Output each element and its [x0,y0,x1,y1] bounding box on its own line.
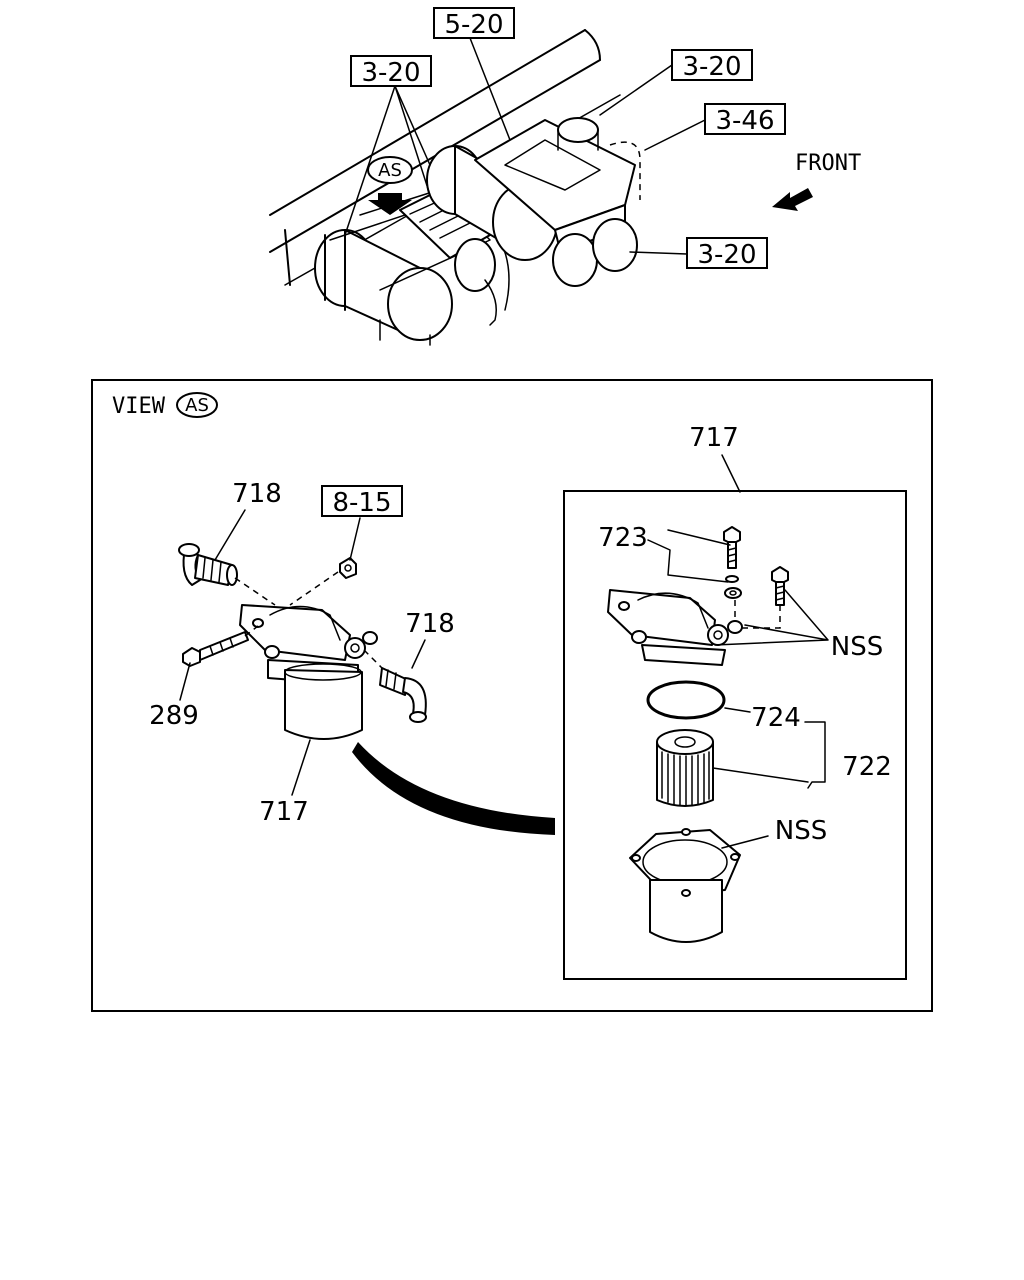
part-717-detail-label: 717 [689,423,739,453]
nss-upper-label: NSS [831,632,883,662]
leader-724 [724,707,751,713]
callout-3-20-left: 3-20 [350,55,432,88]
leader-nss-upper [714,589,829,646]
o-ring [646,680,726,720]
view-marker-label: AS [185,395,209,416]
bolt [182,631,249,667]
filter-assembly: 718 718 289 717 8-15 [149,479,555,835]
callout-3-20-left-label: 3-20 [361,58,420,88]
nut [339,557,357,579]
air-tank-left [314,179,491,346]
filter-mount-top [399,189,510,326]
part-289-label: 289 [149,701,199,731]
part-724-label: 724 [751,703,801,733]
callout-3-46: 3-46 [704,103,786,136]
callout-8-15-label: 8-15 [332,488,391,518]
view-label: VIEW [112,394,166,419]
detail-frame [563,490,907,980]
part-718-right-label: 718 [405,609,455,639]
view-frame [91,379,933,1012]
leader-nss-lower [721,835,769,849]
leader-717-detail [721,454,741,493]
nss-bolt [771,566,789,606]
filter-head [607,589,743,666]
leader-3-20-bottom [629,251,688,255]
air-tank-right [552,218,638,287]
front-direction-indicator: FRONT [772,151,861,211]
assembly-guide-lines [234,571,339,606]
front-arrow-icon [772,188,813,211]
callout-5-20: 5-20 [433,7,515,40]
leader-717-left [291,739,311,796]
elbow-fitting-right [379,667,427,723]
bolt-guide-line [244,625,259,637]
leader-3-20-top [599,64,673,116]
detail-guide-lines [734,600,781,629]
screw-723 [723,526,742,599]
callout-3-46-label: 3-46 [715,106,774,136]
callout-5-20-label: 5-20 [444,10,503,40]
as-marker-label: AS [378,160,402,181]
part-723-label: 723 [598,523,648,553]
part-717-left-label: 717 [259,797,309,827]
filter-element [656,729,714,807]
callout-3-20-bottom: 3-20 [686,237,768,270]
leader-3-46 [644,119,706,151]
leader-718-upper [214,509,246,561]
filter-detail-exploded: 723 NSS 724 722 NSS [598,523,892,943]
elbow-fitting-upper [178,543,238,586]
view-as-pointer: AS [367,156,413,215]
leader-5-20 [469,37,511,141]
part-718-upper-label: 718 [232,479,282,509]
front-label: FRONT [795,151,861,176]
leader-8-15 [349,517,361,561]
leader-723-upper [667,529,731,546]
leader-718-right [411,639,426,669]
callout-3-20-bottom-label: 3-20 [697,240,756,270]
callout-8-15: 8-15 [321,485,403,518]
part-722-label: 722 [842,752,892,782]
leader-723 [647,539,729,583]
callout-3-20-top: 3-20 [671,49,753,82]
callout-3-20-top-label: 3-20 [682,52,741,82]
nss-lower-label: NSS [775,816,827,846]
view-heading: VIEW AS [112,392,218,419]
leader-289 [179,662,191,701]
leader-3-20-left [344,85,431,236]
filter-bowl-detail [629,828,741,943]
overview-illustration: AS FRONT 5-20 3-20 3-20 3-46 [269,7,861,346]
fitting-guide-line [363,649,383,669]
leader-722 [712,721,826,789]
detail-pointer-arrow [352,742,555,835]
filter-bowl [284,663,363,740]
